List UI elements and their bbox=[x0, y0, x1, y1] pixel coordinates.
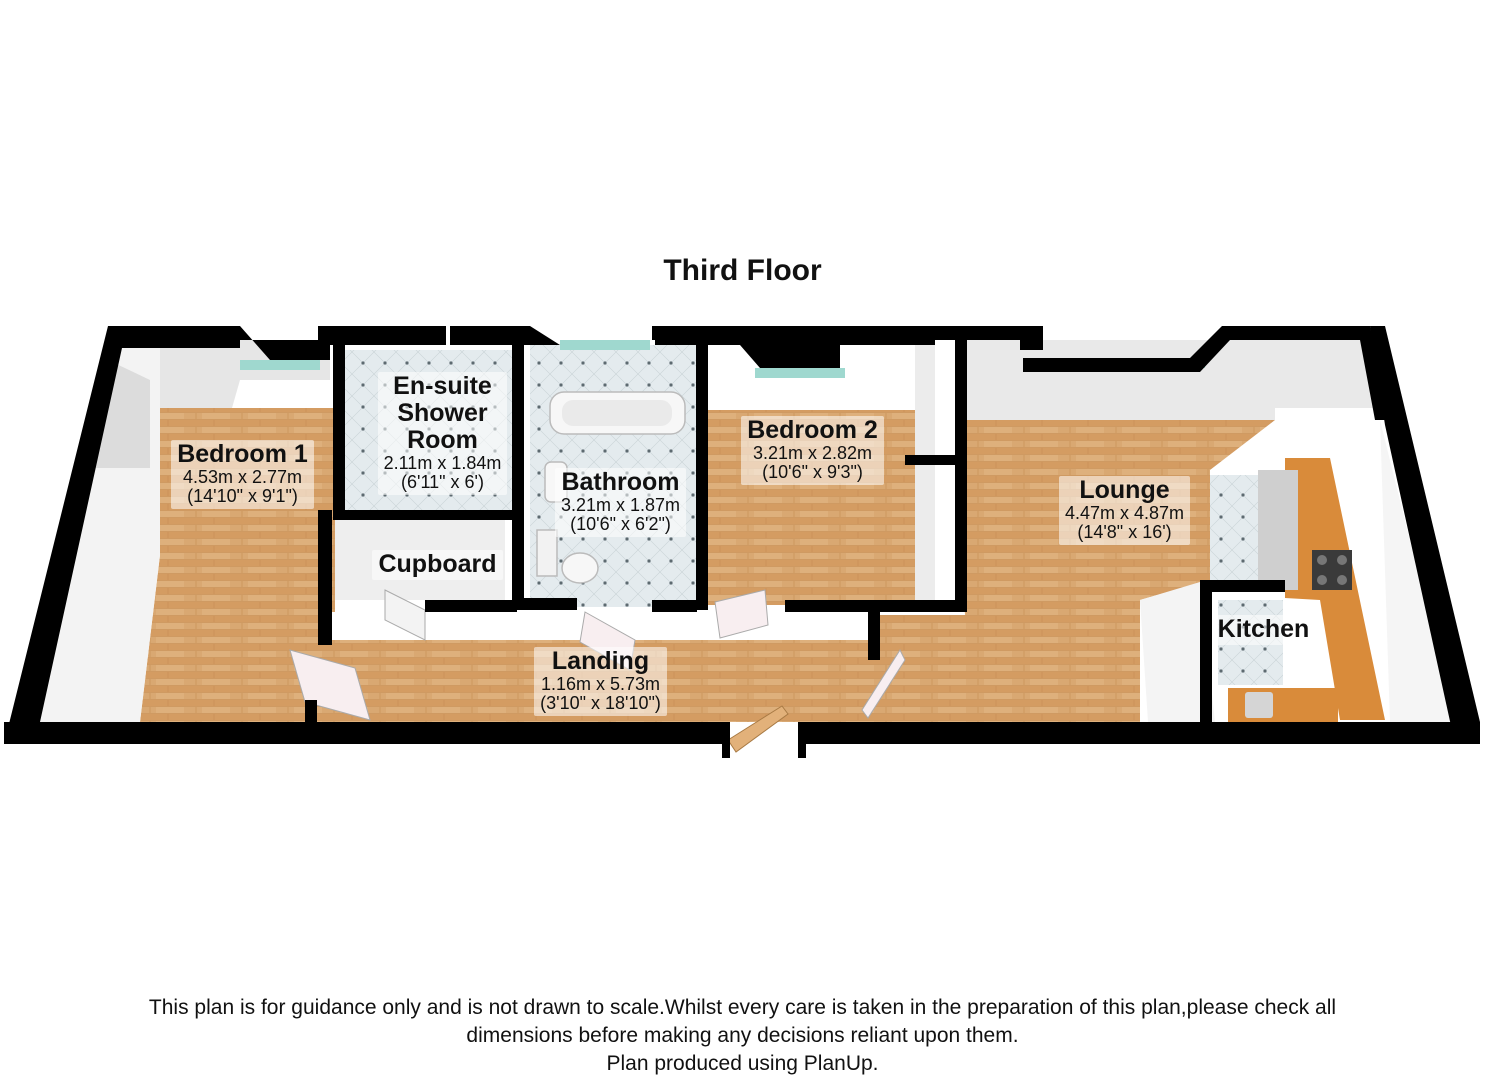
room-name: Kitchen bbox=[1217, 615, 1310, 643]
label-kitchen: Kitchen bbox=[1196, 615, 1331, 645]
room-name: Cupboard bbox=[378, 550, 497, 578]
wall-bed2-stub bbox=[905, 455, 955, 465]
wall-bed1-landing-stub bbox=[305, 700, 317, 722]
wall-cupboard-left bbox=[318, 510, 332, 645]
room-dimensions-imperial: (10'6" x 6'2") bbox=[570, 514, 671, 535]
wall-bed1-ensuite bbox=[333, 345, 345, 515]
wall-bath-bed2 bbox=[696, 340, 708, 610]
wall-top-lounge-bay bbox=[1023, 326, 1390, 420]
window-bedroom-1 bbox=[240, 360, 320, 370]
wall-bed2-lounge bbox=[955, 340, 967, 612]
hob-ring bbox=[1337, 555, 1347, 565]
toilet-cistern bbox=[536, 529, 558, 577]
wall-bed2-landing bbox=[785, 600, 965, 612]
room-dimensions-metric: 1.16m x 5.73m bbox=[540, 674, 661, 694]
wall-bath-landing bbox=[512, 598, 577, 610]
wall-face-kitchen-block bbox=[1140, 582, 1215, 722]
room-name: Lounge bbox=[1079, 476, 1170, 504]
hob-ring bbox=[1317, 555, 1327, 565]
door-bedroom-2 bbox=[714, 589, 769, 639]
kitchen-hob bbox=[1312, 550, 1352, 590]
wall-top-bedroom2 bbox=[652, 326, 1043, 368]
room-dimensions-imperial: (6'11" x 6') bbox=[401, 472, 484, 493]
wall-left bbox=[4, 326, 122, 744]
wall-face-bedroom2-right bbox=[915, 345, 935, 605]
wall-top-ensuite bbox=[318, 326, 446, 360]
room-name: Landing bbox=[551, 647, 650, 675]
label-landing: Landing 1.16m x 5.73m (3'10" x 18'10") bbox=[508, 647, 693, 716]
room-dimensions-imperial: (14'10" x 9'1") bbox=[187, 486, 298, 507]
room-dimensions-imperial: (10'6" x 9'3") bbox=[762, 462, 863, 483]
wall-ensuite-cupboard bbox=[333, 510, 513, 520]
kitchen-sink-counter bbox=[1228, 688, 1338, 722]
wall-right bbox=[1370, 326, 1480, 744]
wall-kitchen-left bbox=[1200, 580, 1212, 722]
toilet-bowl bbox=[561, 552, 599, 584]
disclaimer-line-2: dimensions before making any decisions r… bbox=[466, 1024, 1019, 1047]
wall-bath-landing-right bbox=[652, 600, 697, 612]
room-dimensions-metric: 3.21m x 1.87m bbox=[560, 495, 681, 515]
door-cupboard bbox=[384, 589, 426, 641]
bath-inner bbox=[562, 400, 672, 426]
door-entrance bbox=[727, 705, 789, 753]
label-ensuite: En-suite Shower Room 2.11m x 1.84m (6'11… bbox=[350, 372, 535, 495]
wall-entrance-right bbox=[798, 722, 806, 758]
room-name: Bedroom 1 bbox=[177, 440, 308, 468]
room-dimensions-metric: 2.11m x 1.84m bbox=[383, 453, 502, 473]
room-name-line-2: Shower bbox=[397, 399, 488, 427]
room-name: Bedroom 2 bbox=[747, 416, 878, 444]
wall-bottom-right bbox=[800, 722, 1480, 744]
room-dimensions-metric: 3.21m x 2.82m bbox=[752, 443, 873, 463]
window-bedroom-2 bbox=[755, 368, 845, 378]
label-bedroom-1: Bedroom 1 4.53m x 2.77m (14'10" x 9'1") bbox=[150, 440, 335, 509]
room-name-line-3: Room bbox=[407, 426, 478, 454]
door-lounge bbox=[861, 648, 906, 719]
room-dimensions-metric: 4.47m x 4.87m bbox=[1064, 503, 1185, 523]
wall-bottom-left bbox=[4, 722, 725, 744]
wall-entrance-left bbox=[722, 722, 730, 758]
wall-landing-post bbox=[868, 610, 880, 660]
walls bbox=[4, 326, 1480, 758]
room-dimensions-metric: 4.53m x 2.77m bbox=[182, 467, 303, 487]
room-dimensions-imperial: (14'8" x 16') bbox=[1077, 522, 1172, 543]
hob-ring bbox=[1317, 575, 1327, 585]
wall-top-left bbox=[108, 326, 330, 360]
room-name-line-1: En-suite bbox=[393, 372, 492, 400]
floor-title: Third Floor bbox=[663, 254, 822, 287]
disclaimer: This plan is for guidance only and is no… bbox=[0, 994, 1485, 1078]
hob-ring bbox=[1337, 575, 1347, 585]
label-cupboard: Cupboard bbox=[355, 550, 520, 580]
wall-kitchen-top bbox=[1200, 580, 1285, 592]
wall-cupboard-landing bbox=[425, 600, 517, 612]
room-dimensions-imperial: (3'10" x 18'10") bbox=[540, 693, 661, 714]
disclaimer-line-1: This plan is for guidance only and is no… bbox=[148, 996, 1337, 1019]
window-bathroom bbox=[560, 340, 650, 350]
label-bathroom: Bathroom 3.21m x 1.87m (10'6" x 6'2") bbox=[528, 468, 713, 537]
kitchen-sink bbox=[1245, 692, 1273, 718]
wall-face-lounge-back bbox=[955, 340, 1380, 420]
kitchen-units bbox=[1258, 470, 1298, 590]
label-lounge: Lounge 4.47m x 4.87m (14'8" x 16') bbox=[1032, 476, 1217, 545]
disclaimer-line-3: Plan produced using PlanUp. bbox=[606, 1052, 879, 1075]
room-name: Bathroom bbox=[561, 468, 680, 496]
wall-ensuite-bath bbox=[512, 340, 524, 610]
label-bedroom-2: Bedroom 2 3.21m x 2.82m (10'6" x 9'3") bbox=[720, 416, 905, 485]
wall-top-lounge bbox=[1020, 326, 1043, 350]
